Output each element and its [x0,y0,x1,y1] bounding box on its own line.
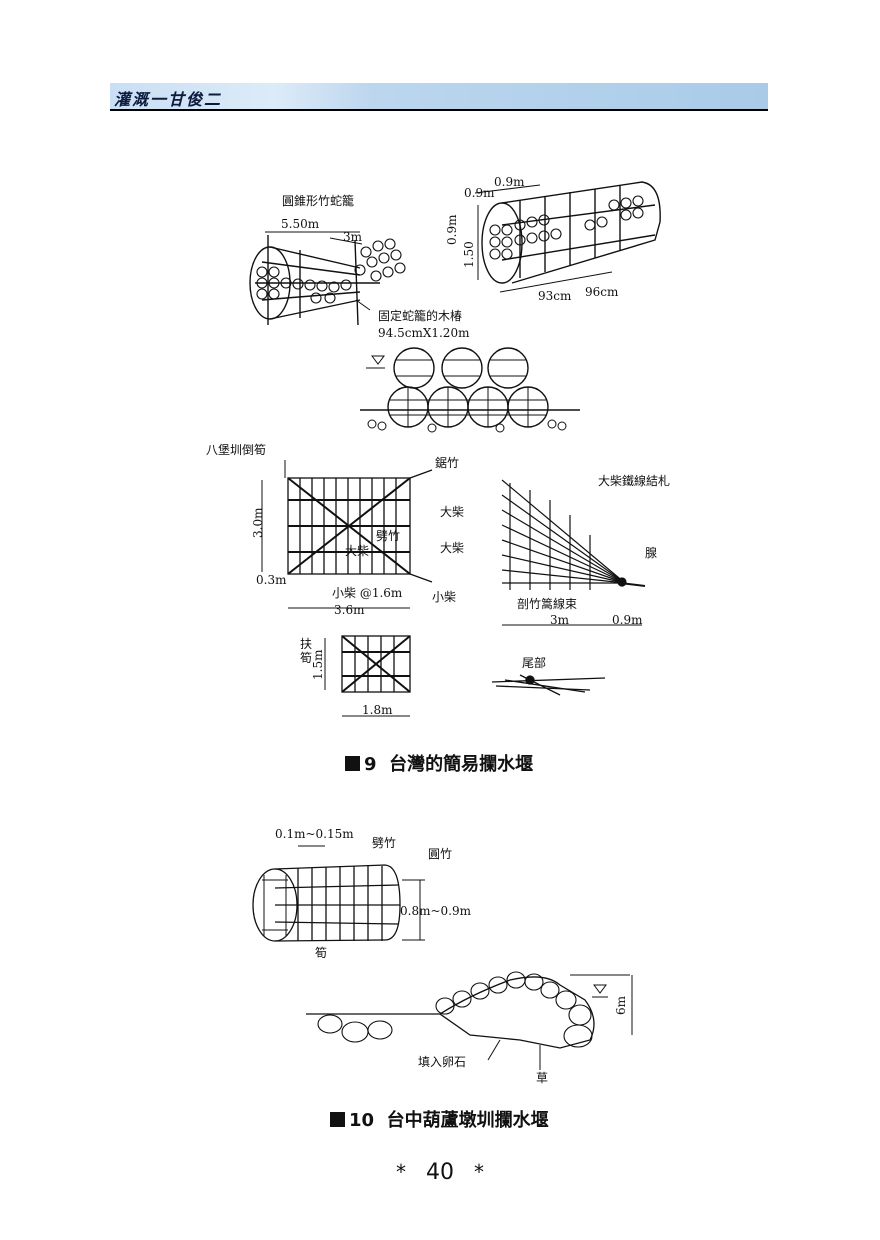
label-yuanzhu: 圓竹 [428,847,452,861]
tail-bundle-sketch [491,674,606,696]
label-tail: 尾部 [522,655,546,670]
label-joint: 腺 [645,546,657,560]
label-cone-title: 圓錐形竹蛇籠 [282,193,354,208]
cylinder-gabion-sketch [474,181,661,293]
figure-9-number: 9 [364,754,377,775]
label-dachai-2: 大柴 [440,541,464,555]
label-w3m: 3m [550,613,570,627]
label-height: 0.8m~0.9m [400,904,472,918]
label-wire: 大柴鐵線結札 [598,473,670,488]
figure-10-caption-text: 台中葫蘆墩圳攔水堰 [386,1110,549,1131]
label-jiazhu: 鋸竹 [435,455,459,470]
label-fusun-1: 扶 [300,636,312,651]
header-rule [110,109,768,111]
label-fill: 填入卵石 [418,1055,466,1069]
header-bar [110,83,768,109]
label-w18: 1.8m [362,703,393,717]
label-93cm: 93cm [538,289,572,303]
figure-10-caption: 10 台中葫蘆墩圳攔水堰 [330,1106,549,1132]
fan-bundle-sketch [501,479,646,626]
label-stake-2: 94.5cmX1.20m [378,326,470,340]
label-bundle: 剖竹篙線束 [517,596,577,611]
page-number-footer: * 40 * [0,1160,880,1185]
bamboo-frame-sketch [261,460,433,609]
label-fusun-2: 筍 [300,650,312,665]
label-grass: 草 [536,1071,548,1085]
label-96cm: 96cm [585,285,619,299]
running-header-title: 灌溉一甘俊二 [114,90,223,109]
label-h15: 1.5m [311,649,325,680]
figure-9-caption-text: 台灣的簡易攔水堰 [389,754,534,775]
figure-marker-icon [330,1112,345,1127]
label-len-3m: 3m [343,230,363,244]
figure-9-caption: 9 台灣的簡易攔水堰 [345,750,533,776]
label-xiaochai-2: 小柴 [432,590,456,604]
stacked-gabions-sketch [360,347,580,433]
figure-10-cylinder-sketch [252,845,425,942]
figure-10-weir-sketch [306,971,633,1070]
label-sun: 筍 [315,945,327,960]
label-dachai-3: 大柴 [345,544,369,558]
label-pizhu-10: 劈竹 [372,835,396,850]
label-09a: 0.9m [464,186,495,200]
label-pizhu: 劈竹 [376,528,400,543]
page-number: 40 [426,1160,454,1185]
label-h03: 0.3m [256,573,287,587]
label-xiaochai: 小柴 @1.6m [332,586,403,600]
star-right-icon: * [474,1160,484,1184]
label-w09: 0.9m [612,613,643,627]
label-09b: 0.9m [494,175,525,189]
label-dachai-1: 大柴 [440,505,464,519]
label-h6m: 6m [614,995,628,1015]
small-frame-sketch [324,635,411,717]
star-left-icon: * [396,1160,406,1184]
label-w36: 3.6m [334,603,365,617]
label-eight: 八堡圳倒筍 [206,442,266,457]
label-len-550: 5.50m [281,217,320,231]
label-150: 1.50 [462,241,476,268]
label-stake-1: 固定蛇籠的木椿 [378,308,462,323]
figure-10-number: 10 [349,1110,375,1131]
figure-marker-icon [345,756,360,771]
label-spacing: 0.1m~0.15m [275,827,354,841]
label-h30: 3.0m [251,507,265,538]
cone-gabion-sketch [249,231,406,326]
label-09c: 0.9m [445,214,459,245]
